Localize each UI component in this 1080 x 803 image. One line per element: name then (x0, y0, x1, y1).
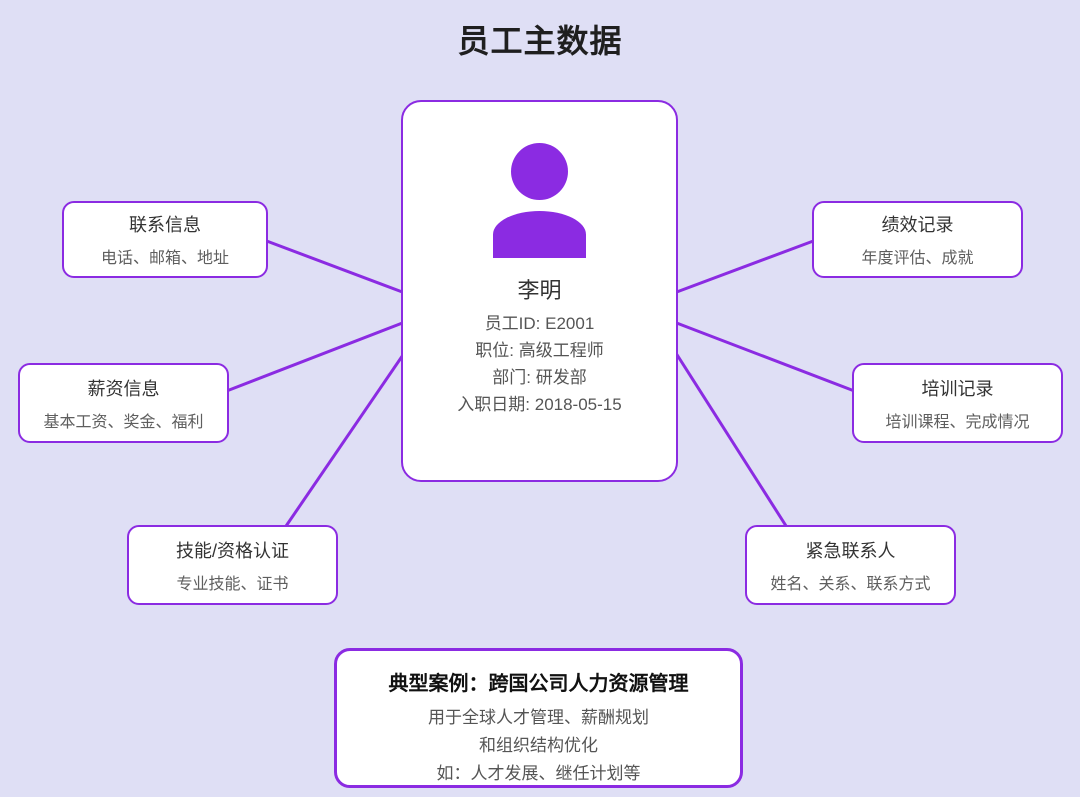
node-title: 紧急联系人 (805, 540, 896, 561)
person-icon-torso (493, 211, 586, 258)
node-subtitle: 姓名、关系、联系方式 (770, 575, 931, 593)
node-emergency-contact[interactable]: 紧急联系人 姓名、关系、联系方式 (745, 525, 956, 605)
employee-details: 员工ID: E2001 职位: 高级工程师 部门: 研发部 入职日期: 2018… (403, 310, 676, 418)
employee-name: 李明 (517, 278, 562, 303)
page-title: 员工主数据 (457, 23, 623, 59)
node-training-record[interactable]: 培训记录 培训课程、完成情况 (852, 363, 1063, 443)
node-subtitle: 基本工资、奖金、福利 (43, 413, 204, 431)
employee-department: 部门: 研发部 (492, 368, 587, 387)
employee-hire-date: 入职日期: 2018-05-15 (457, 395, 622, 414)
case-study-line: 和组织结构优化 (479, 736, 598, 755)
person-icon-head (511, 143, 568, 200)
case-study-line: 用于全球人才管理、薪酬规划 (428, 708, 649, 727)
node-subtitle: 年度评估、成就 (861, 250, 974, 267)
person-icon (403, 143, 676, 258)
node-salary-info[interactable]: 薪资信息 基本工资、奖金、福利 (18, 363, 229, 443)
case-study-box: 典型案例：跨国公司人力资源管理 用于全球人才管理、薪酬规划 和组织结构优化 如：… (334, 648, 743, 788)
connector-skills-certs (282, 351, 407, 530)
case-study-description: 用于全球人才管理、薪酬规划 和组织结构优化 如：人才发展、继任计划等 (337, 704, 740, 788)
connector-emergency-contact (672, 349, 790, 530)
case-study-title: 典型案例：跨国公司人力资源管理 (388, 673, 689, 695)
employee-id: 员工ID: E2001 (484, 314, 595, 333)
node-title: 薪资信息 (87, 378, 160, 399)
connector-performance-record (673, 238, 817, 295)
connector-contact-info (263, 238, 406, 295)
node-skills-certs[interactable]: 技能/资格认证 专业技能、证书 (127, 525, 338, 605)
employee-card[interactable]: 李明 员工ID: E2001 职位: 高级工程师 部门: 研发部 入职日期: 2… (401, 100, 678, 482)
node-title: 联系信息 (129, 215, 201, 235)
case-study-line: 如：人才发展、继任计划等 (436, 764, 641, 783)
employee-position: 职位: 高级工程师 (475, 341, 604, 360)
node-title: 技能/资格认证 (175, 540, 289, 561)
node-title: 培训记录 (921, 378, 994, 399)
node-subtitle: 培训课程、完成情况 (885, 413, 1030, 431)
node-contact-info[interactable]: 联系信息 电话、邮箱、地址 (62, 201, 268, 278)
node-subtitle: 专业技能、证书 (176, 575, 289, 593)
node-subtitle: 电话、邮箱、地址 (100, 250, 229, 267)
connector-training-record (673, 320, 858, 394)
node-performance-record[interactable]: 绩效记录 年度评估、成就 (812, 201, 1023, 278)
node-title: 绩效记录 (881, 215, 954, 235)
connector-salary-info (223, 320, 406, 394)
